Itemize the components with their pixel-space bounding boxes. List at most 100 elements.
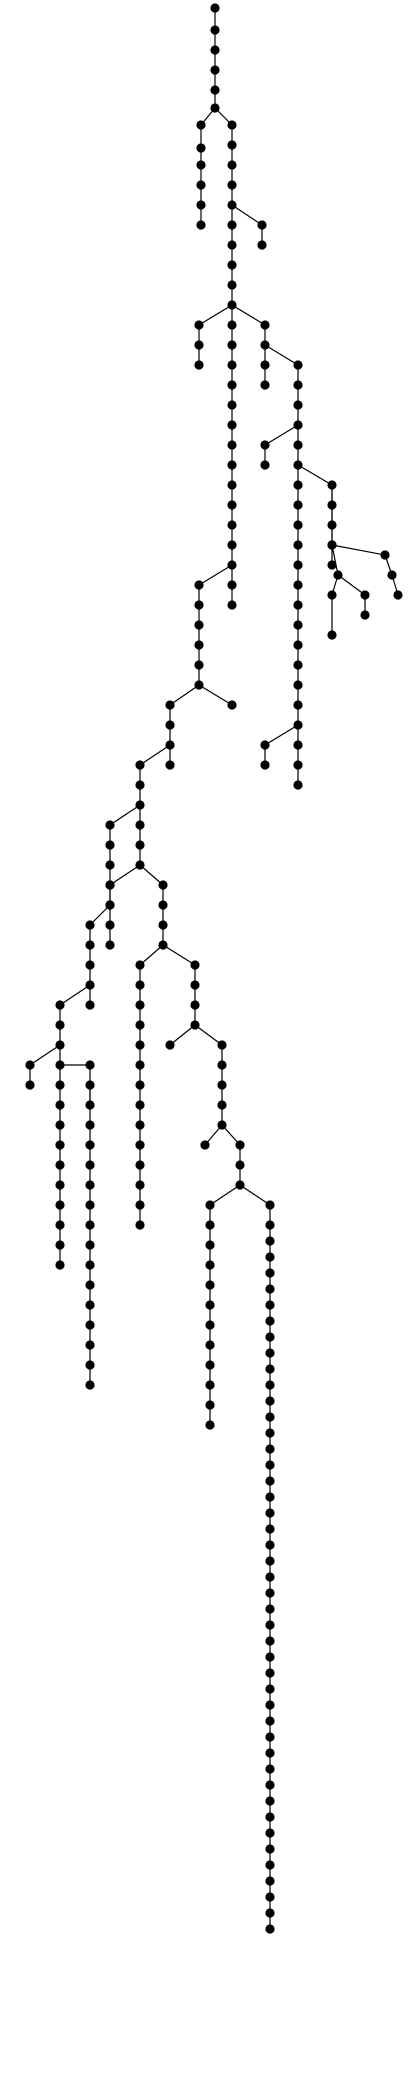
tree-node xyxy=(85,1340,95,1350)
tree-node xyxy=(135,1220,145,1230)
tree-edge xyxy=(59,984,91,1006)
tree-node xyxy=(158,940,168,950)
tree-node xyxy=(227,400,237,410)
tree-node xyxy=(135,1180,145,1190)
tree-node xyxy=(135,1160,145,1170)
tree-node xyxy=(55,1000,65,1010)
tree-node xyxy=(205,1220,215,1230)
tree-node xyxy=(196,220,206,230)
tree-node xyxy=(217,1100,227,1110)
tree-node xyxy=(85,1220,95,1230)
tree-node xyxy=(55,1120,65,1130)
tree-node xyxy=(205,1360,215,1370)
tree-edge xyxy=(264,724,299,746)
tree-node xyxy=(210,103,220,113)
tree-node xyxy=(260,380,270,390)
tree-node xyxy=(227,440,237,450)
tree-edge xyxy=(337,574,366,596)
tree-node xyxy=(85,1380,95,1390)
tree-node xyxy=(194,640,204,650)
tree-edge xyxy=(231,304,266,326)
tree-node xyxy=(327,540,337,550)
tree-node xyxy=(293,680,303,690)
tree-node xyxy=(194,680,204,690)
tree-node xyxy=(265,1556,275,1566)
tree-edge xyxy=(169,1024,196,1046)
tree-node xyxy=(190,960,200,970)
tree-node xyxy=(165,760,175,770)
tree-node xyxy=(257,240,267,250)
tree-node xyxy=(135,860,145,870)
tree-node xyxy=(85,1100,95,1110)
tree-node xyxy=(227,160,237,170)
tree-edge xyxy=(264,424,299,446)
tree-node xyxy=(105,880,115,890)
tree-node xyxy=(227,460,237,470)
tree-nodes xyxy=(25,3,403,1934)
tree-edge xyxy=(198,304,233,326)
tree-edge xyxy=(139,944,164,966)
tree-node xyxy=(105,920,115,930)
tree-node xyxy=(227,560,237,570)
tree-node xyxy=(327,500,337,510)
tree-node xyxy=(293,520,303,530)
tree-node xyxy=(55,1100,65,1110)
tree-node xyxy=(265,1444,275,1454)
tree-node xyxy=(260,740,270,750)
tree-node xyxy=(205,1240,215,1250)
tree-node xyxy=(265,1508,275,1518)
tree-node xyxy=(85,1360,95,1370)
tree-node xyxy=(293,440,303,450)
tree-node xyxy=(194,340,204,350)
tree-node xyxy=(165,700,175,710)
tree-node xyxy=(55,1180,65,1190)
tree-edge xyxy=(109,804,141,826)
tree-node xyxy=(227,260,237,270)
tree-edge xyxy=(231,204,263,226)
tree-edge xyxy=(169,684,200,706)
tree-node xyxy=(205,1320,215,1330)
tree-node xyxy=(293,420,303,430)
tree-node xyxy=(265,1460,275,1470)
tree-node xyxy=(85,960,95,970)
tree-node xyxy=(85,1260,95,1270)
tree-node xyxy=(196,200,206,210)
tree-node xyxy=(210,3,220,13)
tree-node xyxy=(265,1316,275,1326)
tree-edge xyxy=(109,864,141,886)
tree-node xyxy=(293,400,303,410)
tree-node xyxy=(194,660,204,670)
tree-edge xyxy=(139,864,164,886)
tree-edge xyxy=(162,944,196,966)
tree-node xyxy=(85,1180,95,1190)
tree-node xyxy=(85,920,95,930)
tree-node xyxy=(205,1260,215,1270)
tree-node xyxy=(293,460,303,470)
tree-node xyxy=(360,590,370,600)
tree-node xyxy=(380,550,390,560)
tree-node xyxy=(25,1060,35,1070)
tree-node xyxy=(293,620,303,630)
tree-node xyxy=(235,1140,245,1150)
tree-node xyxy=(205,1340,215,1350)
tree-node xyxy=(265,1604,275,1614)
tree-node xyxy=(135,1080,145,1090)
tree-node xyxy=(135,1140,145,1150)
tree-node xyxy=(227,580,237,590)
tree-node xyxy=(265,1524,275,1534)
tree-node xyxy=(227,140,237,150)
tree-node xyxy=(293,700,303,710)
tree-node xyxy=(265,1492,275,1502)
tree-node xyxy=(265,1540,275,1550)
tree-node xyxy=(205,1400,215,1410)
tree-node xyxy=(55,1040,65,1050)
tree-node xyxy=(227,520,237,530)
tree-node xyxy=(205,1280,215,1290)
tree-node xyxy=(165,720,175,730)
tree-node xyxy=(158,900,168,910)
tree-node xyxy=(293,480,303,490)
tree-node xyxy=(217,1120,227,1130)
tree-node xyxy=(158,880,168,890)
tree-node xyxy=(227,120,237,130)
tree-node xyxy=(194,620,204,630)
